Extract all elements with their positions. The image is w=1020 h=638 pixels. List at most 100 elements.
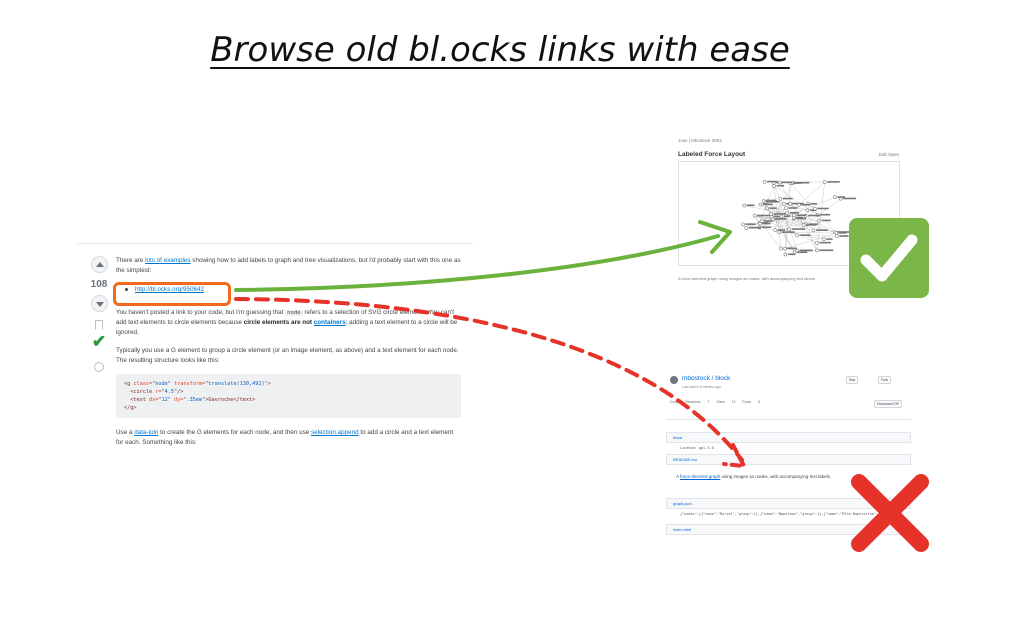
graph-node bbox=[761, 199, 766, 203]
graph-node bbox=[815, 240, 819, 245]
graph-edge bbox=[783, 203, 808, 211]
inline-code: node bbox=[285, 310, 303, 316]
graph-node-label bbox=[808, 214, 821, 217]
file-license-line: License: gpl-3.0 bbox=[680, 446, 714, 450]
code-token: <text bbox=[124, 397, 146, 403]
graph-node-label bbox=[799, 234, 811, 236]
containers-link[interactable]: containers bbox=[313, 319, 346, 326]
bold-text: circle elements are not bbox=[243, 319, 314, 326]
graph-node-label bbox=[796, 217, 807, 220]
graph-node bbox=[788, 201, 793, 206]
download-zip-button[interactable]: Download ZIP bbox=[874, 400, 902, 408]
graph-edge bbox=[763, 200, 795, 253]
code-token: r= bbox=[152, 389, 162, 395]
graph-node-label bbox=[810, 202, 818, 205]
graph-node bbox=[752, 213, 757, 218]
checkmark-badge-icon bbox=[849, 218, 929, 298]
example-link-item: http://bl.ocks.org/950642 bbox=[122, 284, 461, 302]
graph-node-label bbox=[757, 214, 770, 217]
code-token: dx= bbox=[145, 397, 159, 403]
answer-score: 108 bbox=[90, 279, 108, 290]
graph-edge bbox=[793, 203, 809, 218]
structure-paragraph: Typically you use a G element to group a… bbox=[116, 347, 459, 364]
graph-node-label bbox=[792, 182, 802, 184]
graph-node-label bbox=[796, 216, 804, 219]
graph-node-label bbox=[777, 229, 786, 231]
graph-node bbox=[778, 196, 783, 201]
graph-node bbox=[769, 214, 774, 219]
graph-node bbox=[773, 228, 778, 233]
cross-badge-icon bbox=[845, 468, 935, 558]
gist-repo-name[interactable]: mbostock / block bbox=[682, 375, 731, 382]
data-join-link[interactable]: data-join bbox=[134, 429, 159, 436]
graph-node-label bbox=[801, 203, 811, 206]
link-highlight-box bbox=[113, 282, 231, 306]
code-token: </g> bbox=[124, 405, 137, 411]
accepted-check-icon: ✔ bbox=[91, 332, 107, 351]
graph-node bbox=[762, 179, 767, 184]
graph-node bbox=[805, 208, 810, 213]
explanation-paragraph: You haven't posted a link to your code, … bbox=[116, 308, 461, 338]
graph-node-label bbox=[795, 181, 810, 184]
file-header-readme[interactable]: README.md bbox=[666, 454, 911, 465]
graph-node-label bbox=[762, 203, 773, 206]
working-preview-thumbnail: Jose | mbostock 2004 Labeled Force Layou… bbox=[672, 133, 907, 286]
graph-node-label bbox=[786, 202, 799, 205]
file-header-block[interactable]: block bbox=[666, 432, 911, 443]
graph-node bbox=[772, 184, 776, 188]
graph-node bbox=[777, 180, 782, 185]
code-token: "12" bbox=[158, 397, 171, 403]
graph-node-label bbox=[843, 197, 857, 200]
preview-header: Jose | mbostock 2004 bbox=[678, 138, 722, 143]
graph-node bbox=[779, 246, 783, 251]
history-icon[interactable] bbox=[94, 362, 104, 372]
gist-subtitle: Last active 6 months ago bbox=[682, 385, 721, 389]
fork-button[interactable]: Fork bbox=[878, 376, 891, 384]
bookmark-icon[interactable] bbox=[95, 320, 103, 330]
intro-text: There are bbox=[116, 257, 146, 264]
code-token: "translate(130,492)" bbox=[205, 381, 268, 387]
preview-title: Labeled Force Layout bbox=[678, 151, 746, 158]
graph-node bbox=[744, 226, 749, 230]
graph-node-label bbox=[781, 231, 795, 233]
graph-node bbox=[758, 202, 763, 207]
explanation-text: You haven't posted a link to your code, … bbox=[116, 309, 286, 316]
graph-node-label bbox=[809, 209, 817, 212]
preview-open-link[interactable]: Edit Open bbox=[878, 152, 899, 157]
graph-node-label bbox=[764, 220, 773, 222]
graph-node bbox=[821, 237, 826, 242]
downvote-icon[interactable] bbox=[90, 295, 108, 312]
graph-node bbox=[815, 248, 819, 253]
gist-tabs[interactable]: Code Revisions 7 Stars 12 Forks 6 bbox=[670, 400, 761, 404]
graph-node bbox=[835, 234, 839, 239]
graph-node-label bbox=[776, 184, 785, 187]
graph-edge bbox=[798, 181, 825, 206]
gist-header: mbostock / block Last active 6 months ag… bbox=[666, 370, 911, 420]
graph-edge bbox=[754, 215, 807, 225]
graph-node bbox=[792, 213, 797, 218]
blocks-link[interactable]: http://bl.ocks.org/950642 bbox=[135, 286, 204, 293]
lots-of-examples-link[interactable]: lots of examples bbox=[145, 257, 191, 264]
stackoverflow-answer: 108 ✔ There are lots of examples showing… bbox=[78, 243, 473, 475]
graph-node-label bbox=[838, 232, 847, 234]
star-button[interactable]: Star bbox=[846, 376, 859, 384]
page-title: Browse old bl.ocks links with ease bbox=[210, 30, 790, 70]
graph-node-label bbox=[821, 219, 831, 222]
graph-node-label bbox=[797, 251, 808, 254]
graph-node bbox=[779, 214, 784, 219]
graph-node bbox=[742, 203, 747, 208]
graph-node-label bbox=[799, 249, 813, 252]
readme-link[interactable]: force-directed graph bbox=[680, 474, 721, 479]
graph-node-label bbox=[773, 215, 783, 218]
graph-node bbox=[783, 246, 788, 251]
graph-node-label bbox=[782, 197, 793, 200]
graph-node bbox=[777, 230, 781, 235]
graph-node bbox=[782, 201, 786, 206]
selection-append-link[interactable]: selection.append bbox=[310, 429, 359, 436]
datajoin-paragraph: Use a data-join to create the G elements… bbox=[116, 428, 461, 448]
graph-edge bbox=[754, 215, 814, 231]
graph-node bbox=[759, 219, 764, 224]
upvote-icon[interactable] bbox=[90, 256, 108, 273]
graph-node-label bbox=[762, 222, 771, 225]
graph-node bbox=[822, 180, 827, 184]
